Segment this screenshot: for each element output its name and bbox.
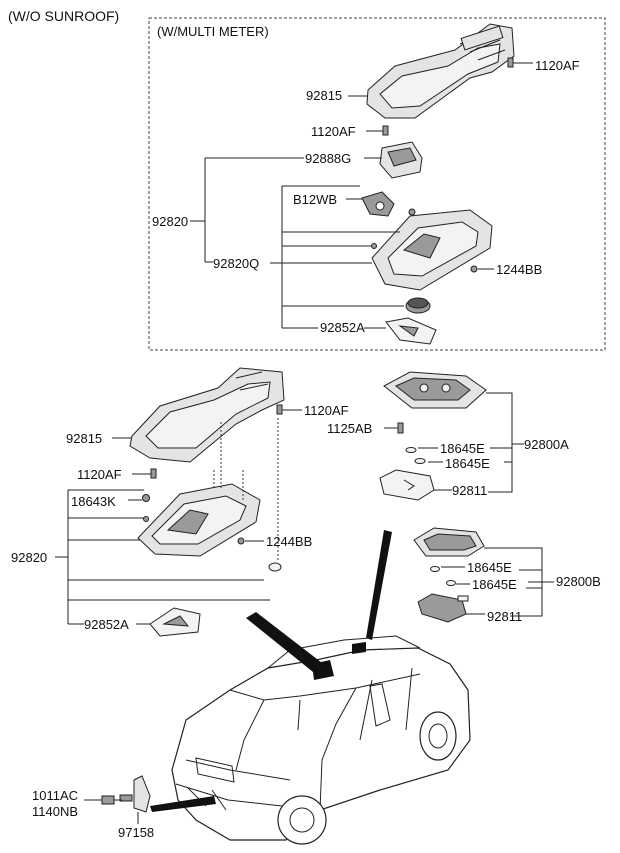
label-B12WB: B12WB xyxy=(293,192,337,207)
bulb-lower xyxy=(268,562,282,572)
map-lamp-92800A xyxy=(383,371,487,409)
lamp-B12WB xyxy=(361,191,395,217)
label-1120AF-upper-mid: 1120AF xyxy=(311,124,356,139)
map-lamp-92800B xyxy=(413,527,485,557)
label-18645E-low-b: 18645E xyxy=(472,577,517,592)
bulb-18645E-c xyxy=(430,566,440,572)
label-92820-lower: 92820 xyxy=(11,550,47,565)
label-18645E-low-a: 18645E xyxy=(467,560,512,575)
screw-1120AF-lower-left xyxy=(150,468,157,479)
console-cover-upper xyxy=(366,23,515,119)
multi-meter-frame xyxy=(148,17,606,351)
vehicle-illustration xyxy=(171,635,471,845)
multi-meter-92888G xyxy=(379,141,423,179)
label-92800A: 92800A xyxy=(524,437,569,452)
label-1120AF-upper-right: 1120AF xyxy=(535,58,580,73)
room-lamp-housing-92820Q xyxy=(371,208,493,291)
label-18643K: 18643K xyxy=(71,494,116,509)
label-92815-lower: 92815 xyxy=(66,431,102,446)
screw-1120AF-lower-right xyxy=(276,404,283,415)
label-18645E-mid-a: 18645E xyxy=(440,441,485,456)
label-92811-low: 92811 xyxy=(487,609,522,624)
sensor-97158 xyxy=(119,775,151,813)
bulb-18645E-a xyxy=(405,447,417,453)
leader-wedge-left xyxy=(246,612,326,676)
bulb-18643K xyxy=(142,494,150,502)
lens-92811-mid xyxy=(379,469,435,501)
lens-92852A-lower xyxy=(149,607,201,637)
label-92811-mid: 92811 xyxy=(452,483,487,498)
label-1244BB-upper: 1244BB xyxy=(496,262,542,277)
screw-1125AB xyxy=(397,422,404,434)
leader-wedge-sensor xyxy=(150,796,216,812)
label-1011AC: 1011AC xyxy=(32,788,78,803)
label-92820-upper: 92820 xyxy=(152,214,188,229)
label-92800B: 92800B xyxy=(556,574,601,589)
label-92820Q: 92820Q xyxy=(213,256,259,271)
label-1244BB-lower: 1244BB xyxy=(266,534,312,549)
lens-92811-low xyxy=(417,593,469,623)
heading-w-multi-meter: (W/MULTI METER) xyxy=(157,24,269,39)
label-1140NB: 1140NB xyxy=(32,804,78,819)
bulb-18645E-b xyxy=(414,458,426,464)
leader-wedge-right xyxy=(366,530,392,640)
label-18645E-mid-b: 18645E xyxy=(445,456,490,471)
label-1125AB: 1125AB xyxy=(327,421,372,436)
label-92815-upper: 92815 xyxy=(306,88,342,103)
room-lamp-housing-lower xyxy=(137,483,261,557)
bolt-1011AC-1140NB xyxy=(101,795,122,805)
label-1120AF-lower-right: 1120AF xyxy=(304,403,349,418)
screw-1120AF-upper-mid xyxy=(382,125,389,136)
bulb-18645E-d xyxy=(446,580,456,586)
lens-92852A-upper xyxy=(385,317,437,345)
label-92888G: 92888G xyxy=(305,151,351,166)
label-1120AF-lower-left: 1120AF xyxy=(77,467,122,482)
label-97158: 97158 xyxy=(118,825,154,840)
console-cover-lower xyxy=(129,367,285,463)
switch-knob-upper xyxy=(405,297,431,314)
screw-1120AF-upper-right xyxy=(507,57,533,68)
heading-wo-sunroof: (W/O SUNROOF) xyxy=(8,8,119,24)
label-92852A-upper: 92852A xyxy=(320,320,365,335)
label-92852A-lower: 92852A xyxy=(84,617,129,632)
